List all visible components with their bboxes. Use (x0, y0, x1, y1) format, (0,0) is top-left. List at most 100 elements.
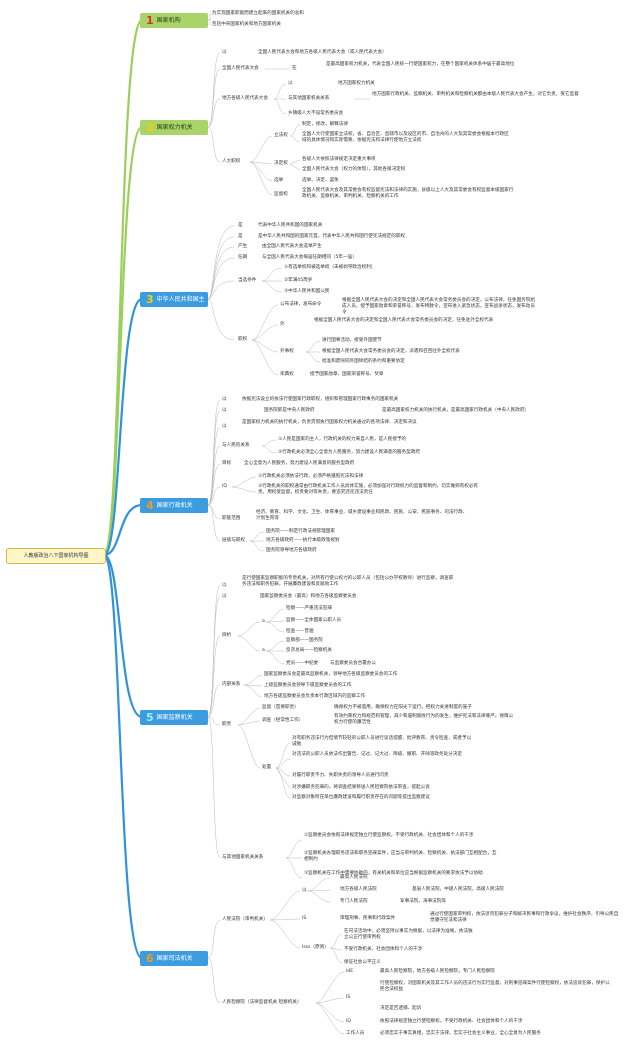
branch-label: IQ (222, 484, 227, 489)
leaf-text: ①监察委员会依照法律规定独立行使监察权，不受行政机关、社会团体和个人的干涉 (304, 833, 474, 838)
leaf-text: 全心全意为人民服务，努力建设人民满意的服务型政府 (244, 461, 355, 466)
branch-label: 职责 (222, 722, 232, 727)
leaf-text: 对涉嫌职务犯罪的，将调查结果移送人民检察院依法审查，提起公诉 (292, 785, 430, 790)
leaf-text: 是行使国家监察职能的专责机关，对所有行使公权力的公职人员（包括公办学校教师）进行… (242, 576, 454, 587)
leaf-text: 地方各级监察委员会负责本行政区域内的监察工作 (264, 694, 366, 699)
leaf-text: 有效约束权力和规范和管理，减少和遏制腐败行为的发生，维护宪法和法律尊严，保障公权… (334, 714, 514, 725)
leaf-text: 与全国人民代表大会每届任期相同（5年一届） (262, 255, 357, 260)
section-title: 国家机构 (156, 17, 181, 24)
leaf-text: 党员——中纪委 (286, 661, 319, 666)
branch-label: 是 (238, 234, 243, 239)
branch-label: 全国人民代表大会 (222, 66, 259, 71)
section-title: 中华人民共和国主席 (140, 296, 205, 318)
section-title: 国家行政机关 (156, 502, 193, 509)
branch-label: 监督（首要职责） (262, 705, 299, 710)
leaf-text: 包括中央国家机关和地方国家机关 (212, 22, 281, 27)
leaf-text: 依据宪法设立的依法行使国家行政职权，组织和管理国家行政事务的国家机关 (242, 397, 399, 402)
leaf-text: 地方各级政府——执行本级政策规划 (266, 538, 340, 543)
branch-label: IQ (346, 1019, 351, 1024)
leaf-text: 行使检察权，对国家机关及其工作人员的违法行为实行监督，对刑事犯罪案件行使检察权，… (380, 981, 610, 992)
branch-label: 以 (288, 81, 293, 86)
branch-label: 当选条件 (238, 278, 257, 283)
leaf-text: 为实现国家职能而建立起来的国家机关的总和 (212, 11, 304, 16)
branch-label: a (262, 648, 265, 653)
branch-label: 以 (222, 594, 227, 599)
leaf-text: 对违法的公职人员依法作出警告、记过、记大过、降级、撤职、开除等政务处分决定 (292, 752, 462, 757)
leaf-text: 地方国家行政机关、监察机关、审判机关和检察机关都由本级人民代表大会产生，对它负责… (372, 92, 579, 97)
branch-label: Isss（原则） (302, 945, 329, 950)
leaf-text: 是最高国家权力机关，代表全国人民统一行使国家权力，在整个国家机关体系中居于最高地… (326, 62, 515, 67)
branch-label: 辨析 (222, 633, 232, 638)
leaf-text: 根据全国人民代表大会的决定和全国人民代表大会常务委员会的决定，公布法律，任免国务… (342, 298, 535, 315)
branch-label: 产生 (238, 244, 248, 249)
branch-label: 目标 (222, 461, 232, 466)
leaf-text: ②年满45周岁 (284, 278, 313, 283)
leaf-text: 是中华人民共和国的国家元首，代表中华人民共和国行使宪法规定的职权 (258, 234, 406, 239)
branch-label: 职能范围 (222, 516, 241, 521)
leaf-text: 反贪总局——检察机关 (286, 648, 332, 653)
leaf-text: 全国人民代表大会及其常委会有权监督宪法和法律的实施，县级以上人大及其常委会有权监… (302, 188, 514, 199)
branch-label: 公布法律，发布命令 (280, 302, 322, 307)
section-title: 国家权力机关 (156, 124, 193, 131)
leaf-text: 国家监察委员会是最高监察机关，领导地方各级监察委员会的工作 (264, 672, 398, 677)
leaf-text: 经济、教育、科学、文化、卫生、体育事业、城乡建设事业和民政、民族、公安、民族事务… (256, 510, 468, 521)
branch-label: 层级与职权 (222, 538, 245, 543)
leaf-text: 最高人民检察院，地方各级人民检察院，专门人民检察院 (380, 969, 495, 974)
leaf-text: 根据全国人民代表大会的决定和全国人民代表大会常务委员会的决定，任免驻外全权代表 (314, 318, 494, 323)
section-number: 6 (146, 952, 154, 965)
branch-label: 以 (222, 424, 227, 429)
branch-label: 选举 (274, 178, 284, 183)
leaf-text: 上级监察委员会领导下级监察委员会的工作 (264, 683, 352, 688)
branch-label: IS (346, 995, 351, 1000)
leaf-text: ①人民是国家的主人，行政机关的权力来自人民，是人民授予的 (278, 437, 407, 442)
branch-label: 人民检察院（法律监督机关 检察机关） (222, 1000, 302, 1005)
leaf-text: 地方国家权力机关 (338, 81, 375, 86)
leaf-text: 地方各级人民法院 (340, 887, 377, 892)
leaf-text: 检查——普遍 (286, 629, 314, 634)
leaf-text: 全国人民代表大会（权力的体现），其他各级决定权 (302, 167, 406, 172)
branch-label: a (262, 619, 265, 624)
branch-label: 处置 (262, 765, 272, 770)
leaf-text: 基层人民法院，中级人民法院，高级人民法院 (412, 887, 504, 892)
branch-label: IS (302, 916, 307, 921)
leaf-text: 通过行使国家审判权，依法惩罚犯罪分子和解决民事和行政争议，维护社会秩序，引导公民… (430, 912, 619, 923)
leaf-text: 进行国事活动，接受外国使节 (322, 338, 382, 343)
leaf-text: 对履行职责不力、失职失责的领导人员进行问责 (292, 773, 389, 778)
branch-label: 以 (302, 888, 307, 893)
branch-label: 以 (222, 408, 227, 413)
leaf-text: ②行政机关的职权通常由行政机关工作人员具体实施，必须加强对行政权力的监督和制约，… (258, 484, 479, 495)
leaf-text: 根据全国人民代表大会常务委员会的决定，派遣和召回驻外全权代表 (322, 349, 460, 354)
section-number: 4 (146, 499, 154, 512)
leaf-text: 对有职务违法行为但情节较轻的公职人员进行谈话提醒、批评教育、责令检查，或者予以诫… (292, 736, 472, 747)
leaf-text: 与监察委员会合署办公 (330, 661, 376, 666)
section-number: 3 (146, 293, 154, 306)
branch-label: 人民法院（审判机关） (222, 917, 268, 922)
leaf-text: 最高人民法院 (340, 875, 368, 880)
branch-label: 外 (280, 322, 285, 327)
branch-label: 荣典权 (280, 372, 294, 377)
leaf-text: 代表中华人民共和国的国家机关 (258, 223, 323, 228)
leaf-text: 决定是否逮捕、起诉 (380, 1006, 422, 1011)
branch-label: 与其他国家机关关系 (288, 96, 330, 101)
leaf-text: 国务院——制定行政法规管理国家 (266, 529, 335, 534)
root-topic: 人教版政治八下国家机构导图 (6, 548, 106, 564)
leaf-text: 是国家权力机关的执行机关，负责贯彻执行国家权力机关通过的各项法律、决定和决议 (242, 420, 417, 425)
leaf-text: 选举、决定、罢免 (302, 178, 339, 183)
leaf-text: 专门人民法院 (340, 899, 368, 904)
leaf-text: 制定，修改，解释法律 (302, 122, 348, 127)
branch-label: 与其他国家机关关系 (222, 855, 264, 860)
branch-label: 人大职权 (222, 159, 241, 164)
branch-label: 立法权 (274, 133, 288, 138)
leaf-text: 国务院领导地方各级政府 (266, 548, 317, 553)
branch-label: 调查（经常性工作） (262, 718, 304, 723)
leaf-text: 乡镇级人大不设常务委员会 (288, 111, 344, 116)
section-title: 国家监察机关 (156, 714, 193, 721)
leaf-text: ①有选举权和被选举权（未被剥夺政治权利） (284, 265, 376, 270)
leaf-text: 不受行政机关、社会团体和个人的干涉 (344, 947, 423, 952)
